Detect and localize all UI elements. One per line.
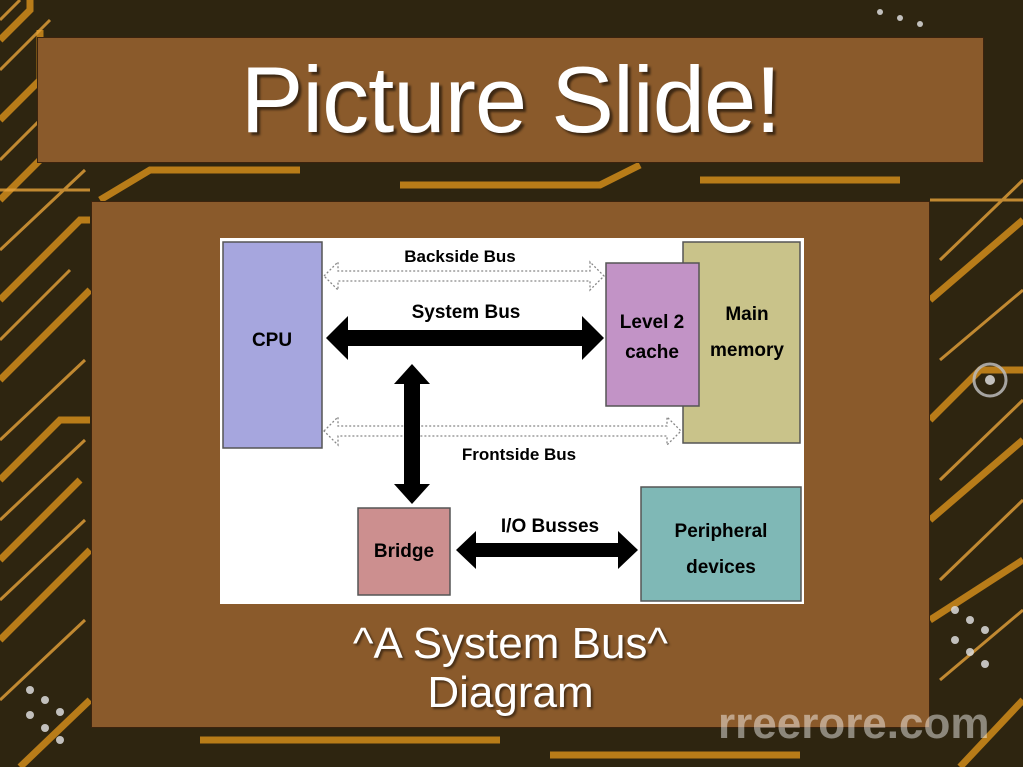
io-busses-label: I/O Busses	[501, 516, 599, 537]
backside-bus-label: Backside Bus	[404, 247, 516, 266]
system-bus-arrow	[326, 316, 604, 360]
title-panel: Picture Slide!	[37, 37, 984, 163]
peripheral-label-1: Peripheral	[675, 521, 768, 542]
watermark-text: rreerore.com	[718, 699, 990, 748]
level2-cache-box	[605, 262, 700, 407]
main-memory-label-2: memory	[710, 340, 784, 361]
system-bus-diagram: CPU Main memory Level 2 cache Backside B…	[220, 238, 804, 604]
level2-label-1: Level 2	[620, 312, 684, 333]
caption-line-2: Diagram	[427, 668, 594, 717]
slide-title: Picture Slide!	[240, 47, 782, 152]
peripheral-devices-box	[640, 486, 802, 602]
level2-label-2: cache	[625, 342, 679, 363]
diagram-caption: ^A System Bus^ Diagram	[92, 619, 929, 717]
content-panel: CPU Main memory Level 2 cache Backside B…	[91, 201, 930, 728]
peripheral-label-2: devices	[686, 557, 756, 578]
io-busses-arrow	[456, 531, 638, 569]
main-memory-label-1: Main	[725, 304, 768, 325]
bridge-box	[357, 507, 451, 596]
bridge-vertical-arrow	[394, 364, 430, 504]
frontside-bus-arrow	[323, 415, 682, 447]
system-bus-label: System Bus	[412, 302, 521, 323]
main-memory-box	[682, 241, 801, 444]
cpu-box	[222, 241, 323, 449]
cpu-label: CPU	[252, 330, 292, 351]
caption-line-1: ^A System Bus^	[352, 619, 669, 668]
frontside-bus-label: Frontside Bus	[462, 445, 576, 464]
backside-bus-arrow	[323, 260, 605, 292]
bridge-label: Bridge	[374, 541, 434, 562]
